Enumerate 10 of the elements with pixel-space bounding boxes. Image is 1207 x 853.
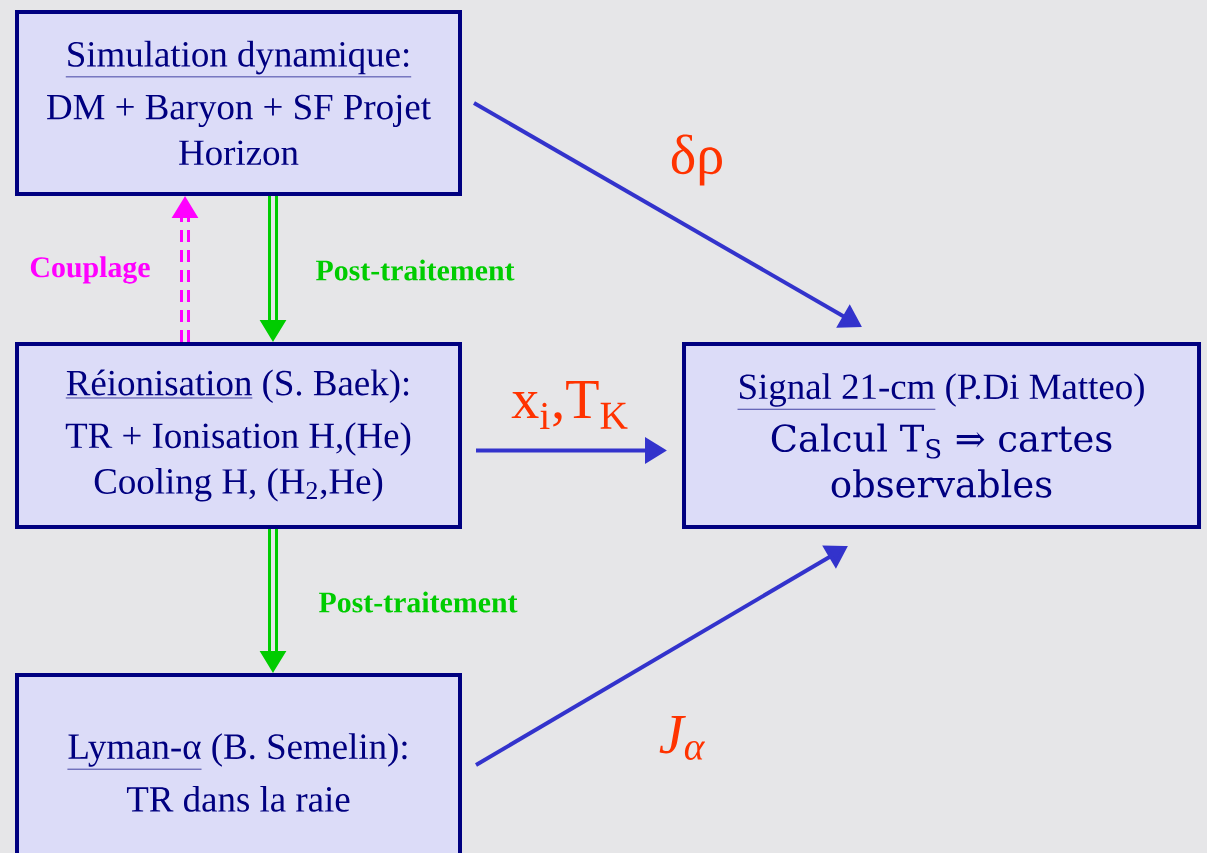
edge-label: J$_{α}$ <box>659 716 705 760</box>
process-box: Simulation dynamique: DM + Baryon + SF Projet Horizon <box>15 10 462 196</box>
process-box: Réionisation (S. Baek): TR + Ionisation H,(He) Cooling H, (H$_{2}$,He) <box>15 342 462 529</box>
process-box: Signal 21-cm (P.Di Matteo) Calcul T$_{S}$ ⇒ cartes observables <box>682 342 1201 529</box>
edge-label: Post-traitement <box>319 591 518 613</box>
process-box: Lyman-α (B. Semelin): TR dans la raie <box>15 673 462 853</box>
edge-label: Couplage <box>30 256 150 284</box>
edge-label: δρ <box>671 134 722 186</box>
edge-label: Post-traitement <box>316 259 515 281</box>
edge-label: x$_{i}$,T$_{K}$ <box>511 381 628 429</box>
